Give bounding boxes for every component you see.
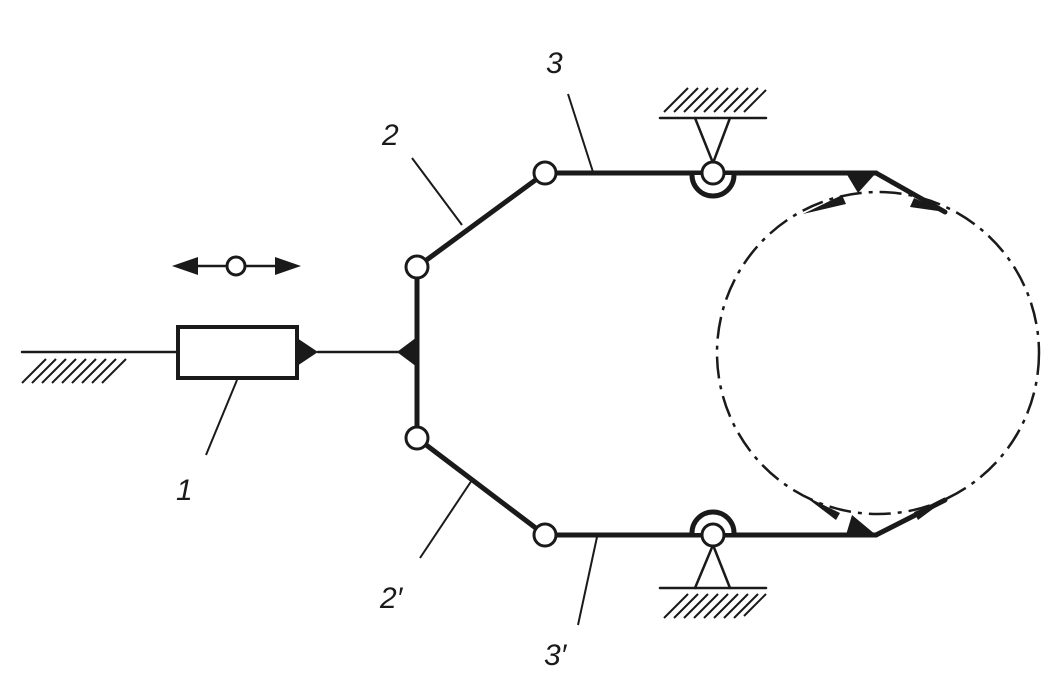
jaw-lower-weld [846,515,876,535]
jaw-upper-weld [846,173,876,193]
jaw-lower-contact-right [914,500,945,520]
pin-joint-icon [700,522,726,548]
link-upper [414,170,548,270]
leader-jaw-lower [577,536,598,626]
jaw-upper-contact-right [910,198,945,212]
label-jaw-upper: 3 [546,47,563,80]
jaw-upper-contact-left [803,195,846,214]
pin-joint-icon [532,160,558,186]
gripped-object-outline [715,190,1041,516]
label-link-upper: 2 [381,119,399,152]
slider-weld-mark [297,338,318,366]
pivot-upper-support [658,87,768,199]
slider-body [176,325,299,380]
ground-left [20,350,180,384]
pin-joint-icon [700,160,726,186]
leader-jaw-upper [567,93,594,173]
label-slider: 1 [176,474,193,507]
label-link-lower: 2′ [379,582,404,615]
double-arrow-icon [172,255,301,277]
link-lower [414,435,548,538]
leader-slider [205,379,238,456]
pin-joint-icon [404,254,430,280]
yoke-weld-mark [397,337,417,367]
jaw-upper-tip [873,170,948,215]
leader-link-lower [419,479,473,559]
pin-joint-icon [532,522,558,548]
leader-link-upper [411,157,463,226]
pin-joint-icon [404,425,430,451]
label-jaw-lower: 3′ [544,639,568,672]
